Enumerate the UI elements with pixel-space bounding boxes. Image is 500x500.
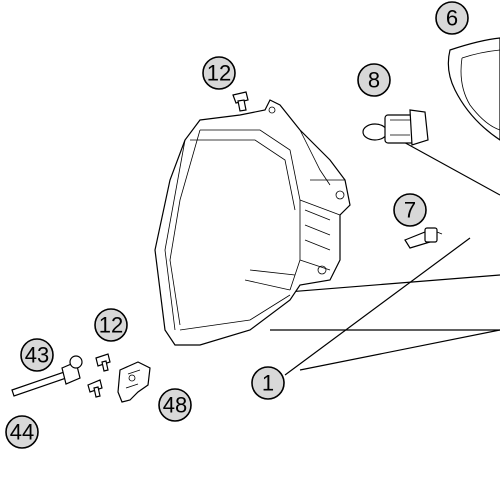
callout-12-top: 12 xyxy=(202,56,236,90)
callout-7: 7 xyxy=(393,193,427,227)
callout-6: 6 xyxy=(435,1,469,35)
svg-text:1: 1 xyxy=(262,371,274,396)
bolt-43 xyxy=(11,355,83,397)
svg-text:7: 7 xyxy=(404,198,416,223)
svg-text:6: 6 xyxy=(446,6,458,31)
callout-8: 8 xyxy=(357,63,391,97)
svg-text:8: 8 xyxy=(368,68,380,93)
bulb-8 xyxy=(362,109,429,146)
svg-text:48: 48 xyxy=(163,393,187,418)
reflector-ring-6 xyxy=(447,37,500,141)
callout-48: 48 xyxy=(158,388,192,422)
callout-12-bottom: 12 xyxy=(94,308,128,342)
svg-text:43: 43 xyxy=(25,343,49,368)
callout-43: 43 xyxy=(20,338,54,372)
bracket-48 xyxy=(117,361,151,403)
bulb-7 xyxy=(404,227,443,249)
callout-1: 1 xyxy=(251,366,285,400)
svg-text:12: 12 xyxy=(99,313,123,338)
svg-text:12: 12 xyxy=(207,61,231,86)
screw-12-top xyxy=(232,91,249,112)
svg-text:44: 44 xyxy=(10,420,34,445)
callout-44: 44 xyxy=(5,415,39,449)
headlight-housing xyxy=(154,99,351,346)
screws-12-bottom xyxy=(87,353,111,398)
